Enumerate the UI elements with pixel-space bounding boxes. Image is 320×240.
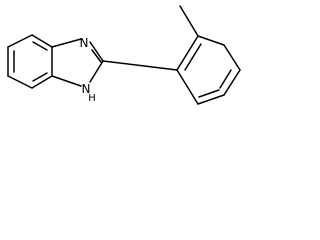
bond-line (32, 41, 48, 51)
bond-line (197, 35, 225, 46)
bond-line (179, 5, 199, 37)
bond-line (51, 38, 82, 48)
bond-line (32, 72, 48, 82)
bond-line (89, 60, 104, 83)
bond-line (7, 75, 33, 89)
bond-line (219, 69, 232, 89)
bond-line (176, 35, 199, 71)
amine-nitrogen-label: N (82, 82, 91, 96)
bond-line (7, 34, 33, 48)
bond-lines (7, 5, 241, 105)
imine-nitrogen-label: N (80, 36, 89, 50)
atom-labels: N N H (80, 36, 96, 104)
chemical-structure-diagram: N N H (7, 5, 241, 105)
bond-line (51, 75, 82, 87)
bond-line (184, 43, 202, 71)
bond-line (198, 89, 220, 98)
bond-line (89, 41, 104, 62)
bond-line (91, 49, 102, 63)
bond-line (102, 60, 178, 71)
bond-line (31, 34, 53, 48)
amine-hydrogen-label: H (88, 93, 96, 104)
bond-line (223, 44, 241, 71)
bond-line (197, 94, 225, 105)
bond-line (223, 69, 241, 96)
bond-line (176, 69, 199, 105)
bond-line (31, 75, 53, 89)
